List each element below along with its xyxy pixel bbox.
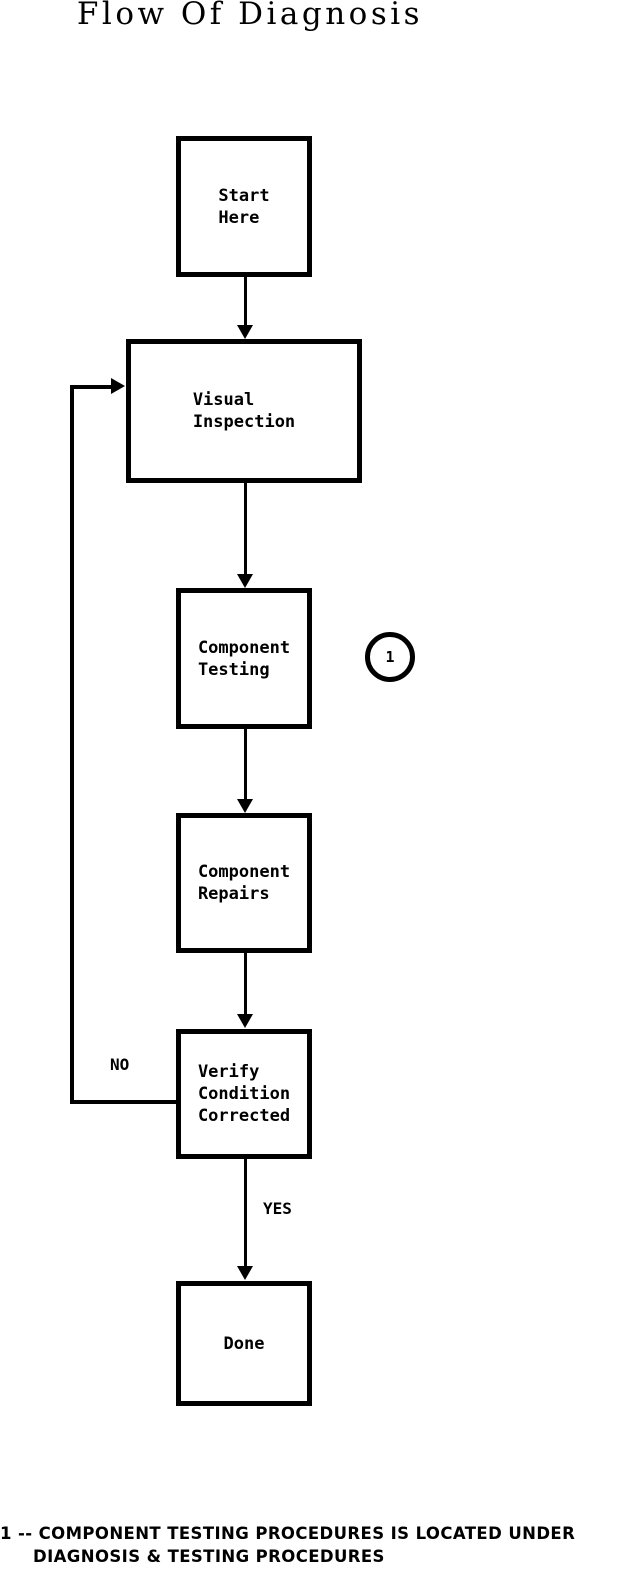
- node-visual-inspection[interactable]: Visual Inspection: [126, 339, 362, 483]
- node-label-visual-inspection: Visual Inspection: [192, 390, 296, 432]
- node-label-component-repairs: Component Repairs: [197, 862, 291, 904]
- reference-marker-circle-icon[interactable]: 1: [365, 632, 415, 682]
- page-title: Flow Of Diagnosis: [76, 0, 424, 32]
- arrowhead-down-icon: [237, 1014, 253, 1028]
- edge-label-yes: YES: [263, 1199, 292, 1218]
- arrowhead-right-icon: [111, 378, 125, 394]
- footnote-line-2: DIAGNOSIS & TESTING PROCEDURES: [33, 1547, 385, 1566]
- node-component-repairs[interactable]: Component Repairs: [176, 813, 312, 953]
- reference-marker-number: 1: [385, 647, 395, 666]
- node-label-start-here: Start Here: [218, 185, 270, 228]
- arrowhead-down-icon: [237, 1266, 253, 1280]
- arrowhead-down-icon: [237, 325, 253, 339]
- connector-verify-to-done: [244, 1159, 247, 1269]
- arrowhead-down-icon: [237, 574, 253, 588]
- node-start-here[interactable]: Start Here: [176, 136, 312, 277]
- node-label-component-testing: Component Testing: [197, 637, 291, 680]
- node-verify-condition-corrected[interactable]: Verify Condition Corrected: [176, 1029, 312, 1159]
- node-component-testing[interactable]: Component Testing: [176, 588, 312, 729]
- connector-no-loop-top: [70, 385, 117, 389]
- connector-testing-to-repairs: [244, 729, 247, 801]
- connector-visual-to-testing: [244, 483, 247, 576]
- arrowhead-down-icon: [237, 799, 253, 813]
- connector-no-loop-vertical: [70, 387, 74, 1103]
- footnote: 1 -- COMPONENT TESTING PROCEDURES IS LOC…: [0, 1522, 640, 1568]
- connector-repairs-to-verify: [244, 953, 247, 1016]
- node-label-verify-condition-corrected: Verify Condition Corrected: [197, 1062, 291, 1126]
- connector-start-to-visual: [244, 277, 247, 327]
- node-done[interactable]: Done: [176, 1281, 312, 1406]
- node-label-done: Done: [223, 1333, 265, 1354]
- connector-no-loop-bottom: [70, 1100, 180, 1104]
- footnote-line-1: 1 -- COMPONENT TESTING PROCEDURES IS LOC…: [0, 1524, 576, 1543]
- edge-label-no: NO: [110, 1055, 130, 1074]
